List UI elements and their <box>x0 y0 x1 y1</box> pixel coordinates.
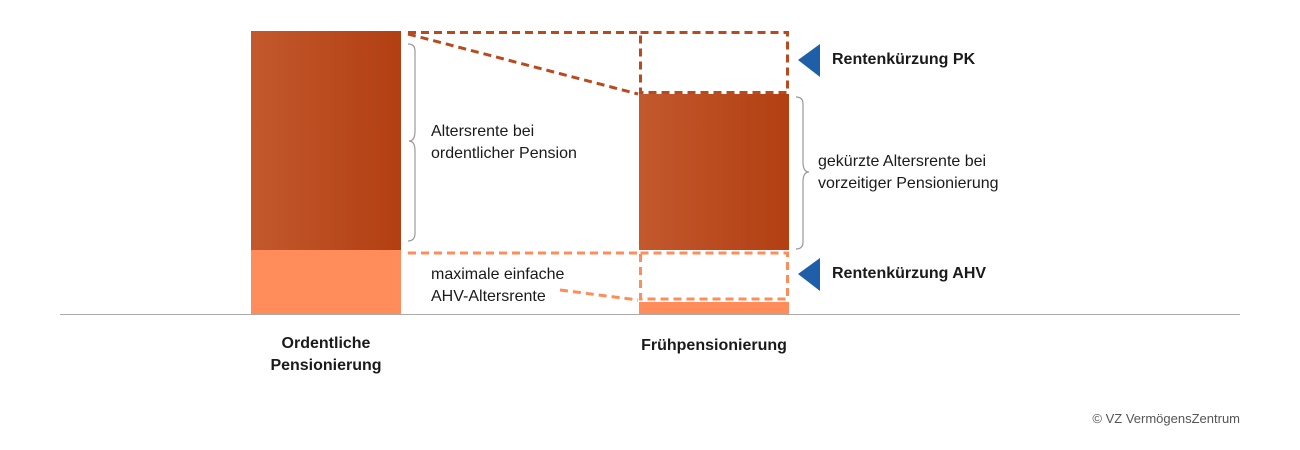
label-kuerzung-ahv: Rentenkürzung AHV <box>832 265 987 282</box>
axis-label-ordentlich-line2: Pensionierung <box>270 357 382 374</box>
bar-ordentlich-ahv <box>251 250 401 314</box>
bar-frueh-ahv <box>639 302 789 314</box>
pk-reduction-box <box>639 31 789 94</box>
triangle-left-icon <box>798 44 820 77</box>
pk-connector-diagonal <box>407 32 639 96</box>
label-gekuerzt: gekürzte Altersrente bei vorzeitiger Pen… <box>818 151 999 195</box>
label-altersrente-line1: Altersrente bei <box>431 123 535 140</box>
ahv-connector-diagonal <box>559 288 639 302</box>
label-gekuerzt-line2: vorzeitiger Pensionierung <box>818 175 999 192</box>
label-ahv-line2: AHV-Altersrente <box>431 288 546 305</box>
label-kuerzung-pk: Rentenkürzung PK <box>832 51 976 68</box>
bar-frueh-pk <box>639 94 789 250</box>
axis-label-ordentlich: Ordentliche Pensionierung <box>236 333 416 377</box>
brace-altersrente <box>407 43 416 242</box>
brace-gekuerzt <box>795 96 810 250</box>
triangle-left-icon <box>798 258 820 291</box>
axis-label-ordentlich-line1: Ordentliche <box>281 335 371 352</box>
label-altersrente-line2: ordentlicher Pension <box>431 145 577 162</box>
axis-label-frueh: Frühpensionierung <box>641 337 787 354</box>
label-ahv: maximale einfache AHV-Altersrente <box>431 264 564 308</box>
footer-copyright: © VZ VermögensZentrum <box>1092 411 1240 426</box>
label-altersrente: Altersrente bei ordentlicher Pension <box>431 121 577 165</box>
bar-ordentlich-pk <box>251 31 401 250</box>
ahv-reduction-box <box>639 251 789 301</box>
label-gekuerzt-line1: gekürzte Altersrente bei <box>818 153 987 170</box>
label-ahv-line1: maximale einfache <box>431 266 565 283</box>
